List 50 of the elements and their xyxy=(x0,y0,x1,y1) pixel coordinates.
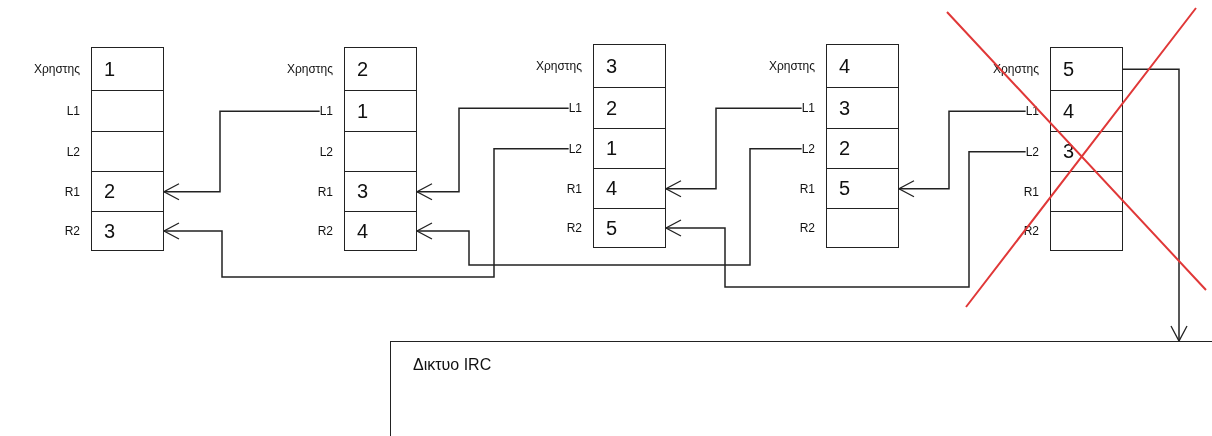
value-cell: 1 xyxy=(91,47,164,92)
value-cell: 2 xyxy=(91,171,164,213)
arrow xyxy=(416,107,570,201)
value-cell: 2 xyxy=(593,87,666,130)
field-label: L1 xyxy=(319,104,333,119)
value-cell: 3 xyxy=(593,44,666,89)
arrow xyxy=(163,148,570,278)
field-label: R1 xyxy=(317,184,333,199)
field-label: L2 xyxy=(319,144,333,159)
arrow xyxy=(163,110,321,201)
arrow xyxy=(1122,68,1188,342)
arrow xyxy=(898,110,1027,198)
value-cell: 5 xyxy=(1050,47,1123,92)
field-label: Χρηστης xyxy=(33,62,80,77)
field-label: L1 xyxy=(66,104,80,119)
field-label: R2 xyxy=(566,221,582,235)
field-label: R1 xyxy=(1023,184,1039,199)
value-cell: 1 xyxy=(344,90,417,133)
field-label: L2 xyxy=(568,141,582,156)
field-label: L2 xyxy=(801,141,815,156)
field-label: Χρηστης xyxy=(286,62,333,77)
arrow xyxy=(665,107,803,198)
value-cell: 2 xyxy=(344,47,417,92)
field-label: R1 xyxy=(799,181,815,196)
value-cell: 3 xyxy=(344,171,417,213)
value-cell: 4 xyxy=(593,168,666,210)
field-label: L1 xyxy=(568,101,582,116)
field-label: R2 xyxy=(799,221,815,235)
field-label: Χρηστης xyxy=(535,59,582,74)
value-cell: 3 xyxy=(826,87,899,130)
field-label: R1 xyxy=(64,184,80,199)
value-cell: 4 xyxy=(1050,90,1123,133)
value-cell: 4 xyxy=(826,44,899,89)
network-box xyxy=(390,341,1212,436)
value-cell: 4 xyxy=(344,211,417,251)
field-label: L1 xyxy=(801,101,815,116)
value-cell: 1 xyxy=(593,128,666,170)
field-label: L2 xyxy=(66,144,80,159)
arrow xyxy=(416,148,803,266)
value-cell: 5 xyxy=(826,168,899,210)
value-cell: 5 xyxy=(593,208,666,248)
value-cell: 3 xyxy=(91,211,164,251)
field-label: R2 xyxy=(317,224,333,238)
arrow xyxy=(665,151,1027,288)
box-text: Δικτυο IRC xyxy=(413,356,492,374)
field-label: R1 xyxy=(566,181,582,196)
field-label: R2 xyxy=(64,224,80,238)
field-label: Χρηστης xyxy=(768,59,815,74)
value-cell: 2 xyxy=(826,128,899,170)
field-label: L2 xyxy=(1025,144,1039,159)
